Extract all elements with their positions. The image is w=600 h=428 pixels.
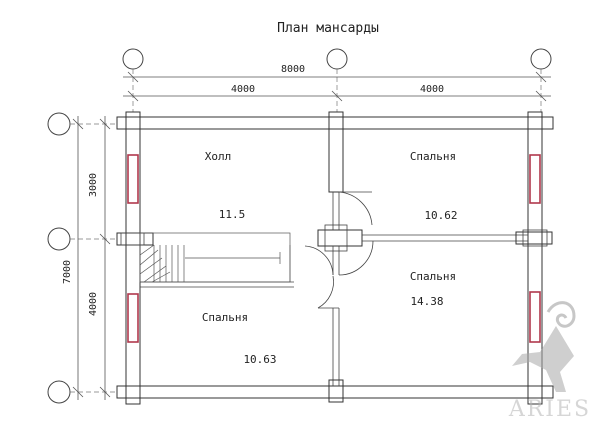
- dimension-right-width: 4000: [420, 84, 444, 95]
- watermark-text: ARIES: [508, 397, 591, 422]
- top-dimensions: 8000 4000 4000: [123, 64, 551, 102]
- axis-marker-top-middle: [326, 48, 348, 70]
- room-name-bedroom-bottom-left: Спальня: [202, 311, 248, 324]
- room-area-bedroom-top-right: 10.62: [424, 209, 457, 222]
- axis-markers-top: [122, 48, 552, 112]
- axis-marker-left-middle: [47, 227, 71, 251]
- room-name-bedroom-bottom-right: Спальня: [410, 270, 456, 283]
- window-right-upper: [529, 154, 541, 204]
- plan-title: План мансарды: [277, 21, 379, 36]
- axis-marker-top-right: [530, 48, 552, 70]
- door-arc-bedroom-bottom-left: [317, 275, 334, 309]
- door-arc-bedroom-top-right: [338, 191, 373, 226]
- staircase: [139, 232, 291, 283]
- axis-marker-left-top: [47, 112, 71, 136]
- ram-silhouette-icon: [512, 326, 574, 392]
- walls: [116, 111, 554, 405]
- ram-horn-icon: [546, 301, 576, 328]
- room-area-bedroom-bottom-left: 10.63: [243, 353, 276, 366]
- room-area-bedroom-bottom-right: 14.38: [410, 295, 443, 308]
- windows: [127, 154, 541, 343]
- window-left-lower: [127, 293, 139, 343]
- room-name-hall: Холл: [205, 150, 232, 163]
- window-left-upper: [127, 154, 139, 204]
- dimension-upper-height: 3000: [88, 173, 99, 197]
- dimension-lower-height: 4000: [88, 292, 99, 316]
- room-area-hall: 11.5: [219, 208, 246, 221]
- aries-logo: ARIES: [508, 301, 591, 422]
- door-arc-bedroom-bottom-right: [338, 240, 374, 276]
- dimension-total-width: 8000: [281, 64, 305, 75]
- dimension-total-height: 7000: [62, 260, 73, 284]
- axis-marker-left-bottom: [47, 380, 71, 404]
- window-right-lower: [529, 291, 541, 343]
- left-dimensions: 7000 3000 4000: [62, 116, 111, 400]
- doors: [304, 191, 374, 309]
- room-name-bedroom-top-right: Спальня: [410, 150, 456, 163]
- axis-marker-top-left: [122, 48, 144, 70]
- dimension-left-width: 4000: [231, 84, 255, 95]
- door-arc-hall: [304, 245, 334, 276]
- axis-markers-left: [47, 112, 118, 404]
